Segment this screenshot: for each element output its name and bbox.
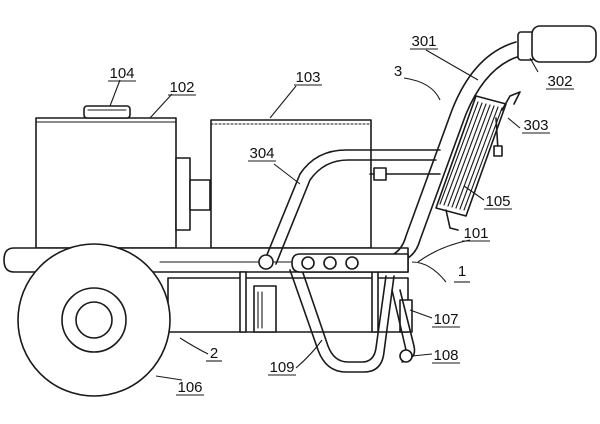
label-1: 1: [458, 263, 466, 280]
stand-leg: [391, 289, 416, 363]
label-102: 102: [169, 79, 194, 96]
support-tube: [289, 269, 395, 373]
trigger-valve: [493, 91, 521, 157]
handle-assembly: [258, 25, 597, 273]
label-108: 108: [433, 347, 458, 364]
label-2: 2: [210, 345, 218, 362]
label-303: 303: [523, 117, 548, 134]
pump-coupling: [175, 157, 211, 231]
label-109: 109: [269, 359, 294, 376]
label-101: 101: [463, 225, 488, 242]
reference-labels: 104 102 103 301 3 302 303 304 105 101 1 …: [108, 33, 574, 396]
label-3: 3: [394, 63, 402, 80]
coil-reel: [435, 95, 507, 231]
label-301: 301: [411, 33, 436, 50]
label-302: 302: [547, 73, 572, 90]
label-105: 105: [485, 193, 510, 210]
wheel: [17, 243, 171, 397]
left-tank: [35, 105, 177, 249]
label-107: 107: [433, 311, 458, 328]
label-103: 103: [295, 69, 320, 86]
label-106: 106: [177, 379, 202, 396]
label-304: 304: [249, 145, 274, 162]
label-104: 104: [109, 65, 134, 82]
